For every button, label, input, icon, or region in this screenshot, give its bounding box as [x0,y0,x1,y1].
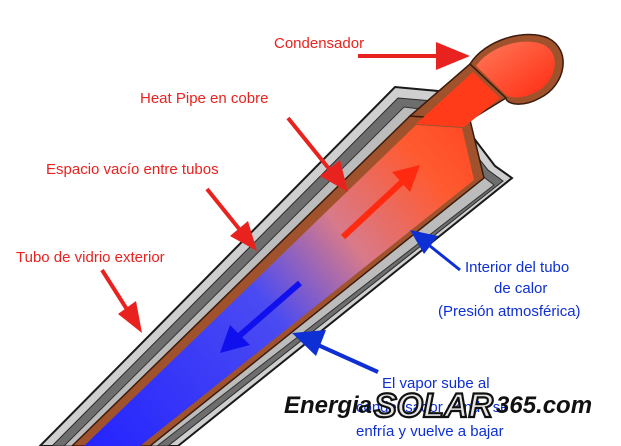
label-heat-pipe: Heat Pipe en cobre [140,90,268,107]
label-vapor-3: enfría y vuelve a bajar [356,423,504,440]
label-tubo-vidrio: Tubo de vidrio exterior [16,249,165,266]
watermark-part3: 365.com [496,392,592,419]
tubo-vidrio-pointer [100,268,142,333]
condenser-bulb-inner [476,41,555,98]
label-vapor-2: condensador donde se [356,399,509,416]
label-interior-3: (Presión atmosférica) [438,303,581,320]
watermark: Energia SOLAR 365.com [284,386,592,426]
label-espacio-vacio: Espacio vacío entre tubos [46,161,219,178]
espacio-vacio-pointer [205,187,257,251]
label-vapor-1: El vapor sube al [382,375,490,392]
condensate-down-arrow [220,280,302,353]
label-interior-1: Interior del tubo [465,259,569,276]
vapor-up-arrow [340,165,420,240]
label-condensador: Condensador [274,35,364,52]
heat-pipe-pointer [286,116,348,192]
condensador-pointer [358,42,470,70]
vapor-pointer [292,330,379,374]
watermark-part1: Energia [284,392,372,419]
watermark-part2: SOLAR [374,387,493,425]
pipe-neck-inner [416,72,500,127]
label-interior-2: de calor [494,280,547,297]
interior-pointer [410,230,461,272]
